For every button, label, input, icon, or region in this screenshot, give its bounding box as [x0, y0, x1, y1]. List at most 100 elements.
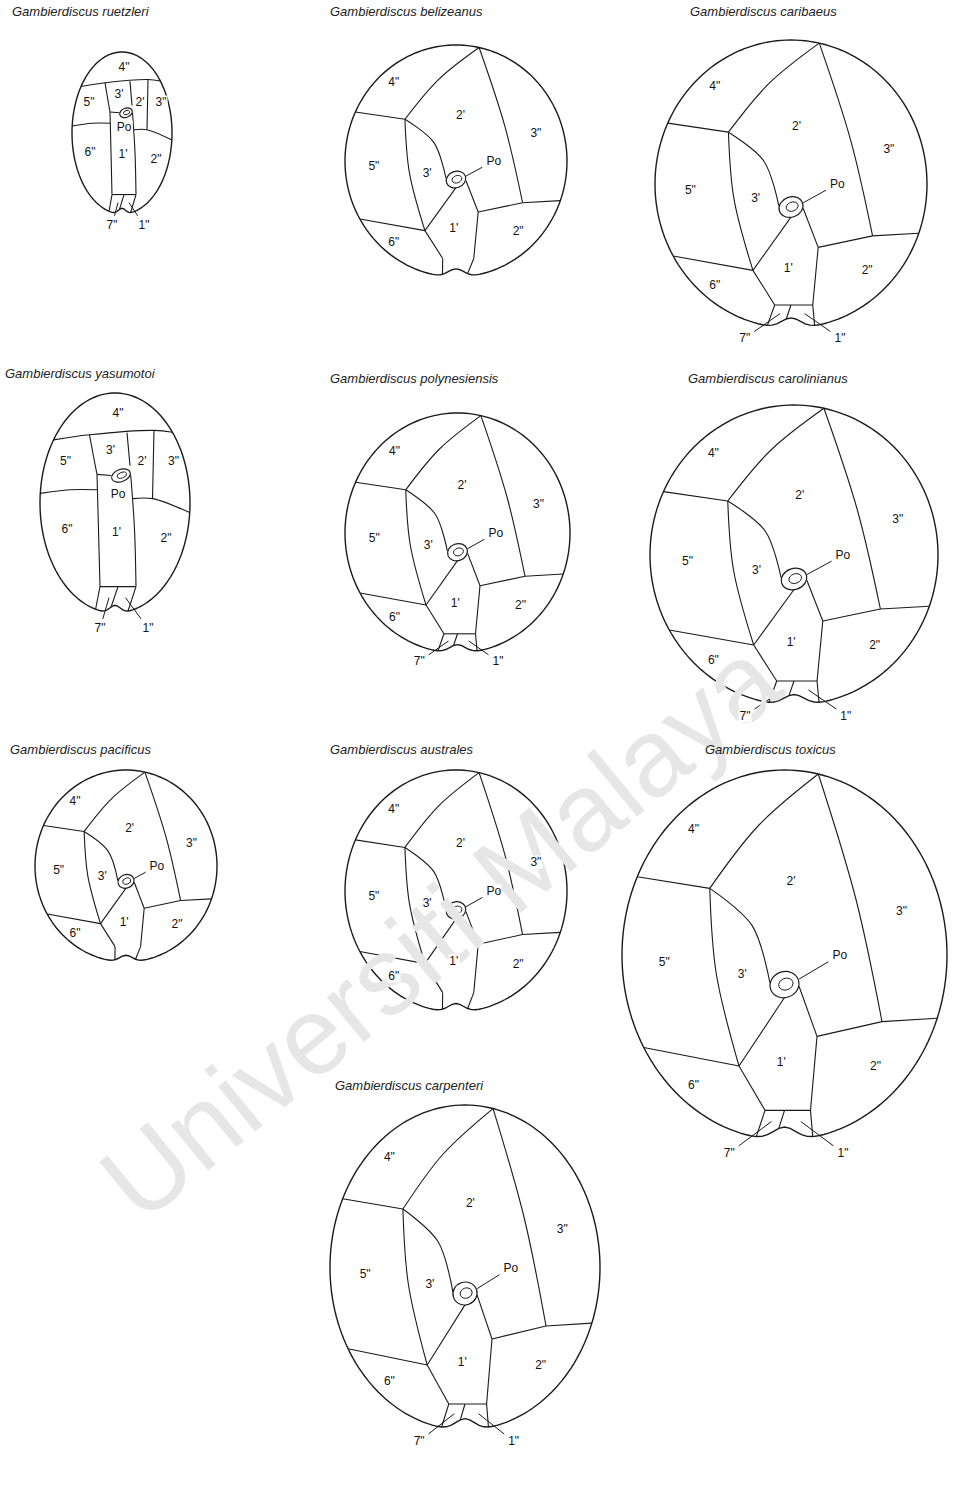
- plate-suture: [97, 474, 100, 586]
- plate-label: 1': [783, 261, 794, 274]
- plate-label: 4": [707, 447, 720, 460]
- plate-suture: [478, 203, 522, 212]
- plate-label: 2': [791, 120, 802, 133]
- plate-suture: [728, 501, 754, 645]
- leader-line: [103, 598, 109, 619]
- plate-suture: [525, 574, 563, 576]
- plate-suture: [54, 430, 173, 440]
- plate-label: 5": [684, 183, 697, 196]
- plate-suture: [474, 212, 478, 258]
- plate-suture: [454, 634, 458, 646]
- plate-suture: [442, 258, 443, 274]
- plate-suture: [110, 112, 112, 195]
- plate-suture: [111, 587, 118, 607]
- plate-label: 7": [739, 709, 752, 722]
- plate-label: 3": [529, 855, 542, 868]
- plate-suture: [807, 581, 823, 622]
- leader-line: [807, 561, 832, 574]
- plate-suture: [728, 501, 781, 578]
- plate-label: 6": [383, 1375, 396, 1388]
- apical-pore: [116, 872, 136, 890]
- plate-suture: [427, 1365, 449, 1404]
- apical-pore: [766, 967, 802, 1001]
- plate-suture: [882, 1018, 937, 1021]
- species-panel: Gambierdiscus caribaeus4"2'3"5"3'Po1'6"2…: [653, 4, 931, 352]
- plate-suture: [474, 944, 478, 992]
- plate-suture: [145, 772, 181, 900]
- pore-label: Po: [110, 488, 127, 501]
- plate-label: 6": [84, 146, 97, 159]
- plate-suture: [477, 1295, 492, 1339]
- plate-suture: [181, 899, 212, 901]
- species-name: Gambierdiscus toxicus: [705, 742, 836, 758]
- plate-label: 1': [450, 596, 461, 609]
- plate-suture: [880, 606, 929, 609]
- plate-label: 2": [512, 957, 525, 970]
- plate-label: 1': [457, 1355, 468, 1368]
- plate-label: 2": [861, 264, 874, 277]
- species-name: Gambierdiscus caribaeus: [690, 4, 837, 20]
- plate-suture: [72, 123, 110, 126]
- leader-line: [808, 690, 836, 709]
- species-name: Gambierdiscus carolinianus: [688, 371, 848, 387]
- plate-suture: [466, 181, 478, 212]
- plate-suture: [777, 680, 817, 681]
- plate-suture: [144, 901, 180, 909]
- cell-drawing: [655, 40, 927, 325]
- plate-suture: [105, 83, 110, 112]
- plate-suture: [739, 1066, 765, 1110]
- plate-suture: [644, 1048, 739, 1067]
- pore-label: Po: [831, 949, 848, 962]
- plate-label: 6": [707, 654, 720, 667]
- plate-label: 1': [786, 636, 797, 649]
- plate-suture: [460, 1404, 465, 1420]
- plate-suture: [468, 553, 480, 585]
- plate-suture: [710, 888, 739, 1066]
- plate-label: 3': [750, 192, 761, 205]
- plate-label: 1": [837, 1146, 850, 1159]
- plate-suture: [803, 208, 818, 247]
- plate-suture: [141, 908, 145, 946]
- plate-suture: [728, 43, 819, 132]
- pore-label: Po: [503, 1261, 520, 1274]
- plate-label: 2": [512, 224, 525, 237]
- cell-drawing: [622, 770, 947, 1137]
- plate-label: 1': [448, 222, 459, 235]
- plate-label: 2': [794, 489, 805, 502]
- plate-label: 3': [423, 539, 434, 552]
- plate-label: 3': [97, 869, 108, 882]
- plate-label: 4": [387, 76, 400, 89]
- plate-suture: [546, 1323, 592, 1326]
- plate-label: 7": [106, 219, 119, 232]
- cell-outline: [345, 770, 567, 1010]
- plate-suture: [818, 774, 882, 1022]
- species-panel: Gambierdiscus belizeanus4"2'3"5"3'Po6"1'…: [328, 4, 571, 301]
- plate-suture: [406, 416, 481, 490]
- species-panel: Gambierdiscus pacificus4"2'3"5"3'Po1'6"2…: [8, 742, 221, 986]
- plate-label: 2": [150, 152, 163, 165]
- plate-label: 2': [135, 96, 146, 109]
- plate-suture: [136, 947, 141, 960]
- pore-label: Po: [149, 860, 166, 873]
- plate-label: 2': [455, 836, 466, 849]
- plate-suture: [819, 43, 872, 236]
- plate-suture: [479, 773, 523, 935]
- pore-label: Po: [116, 120, 133, 133]
- plate-suture: [468, 993, 474, 1009]
- plate-label: 2": [160, 532, 173, 545]
- plate-suture: [134, 129, 172, 140]
- plate-suture: [481, 416, 525, 577]
- plate-label: 2': [455, 108, 466, 121]
- species-panel: Gambierdiscus carpenteri4"3"2'3'5"Po1'2"…: [328, 1078, 604, 1454]
- plate-suture: [147, 80, 148, 130]
- plate-suture: [114, 947, 115, 960]
- plate-label: 5": [59, 455, 72, 468]
- plate-label: 5": [367, 889, 380, 902]
- plate-suture: [813, 247, 818, 305]
- plate-suture: [134, 882, 144, 908]
- leader-line: [739, 1122, 772, 1146]
- plate-label: 3": [882, 143, 895, 156]
- plate-suture: [133, 113, 137, 195]
- plate-label: 3': [114, 88, 125, 101]
- plate-suture: [425, 231, 443, 259]
